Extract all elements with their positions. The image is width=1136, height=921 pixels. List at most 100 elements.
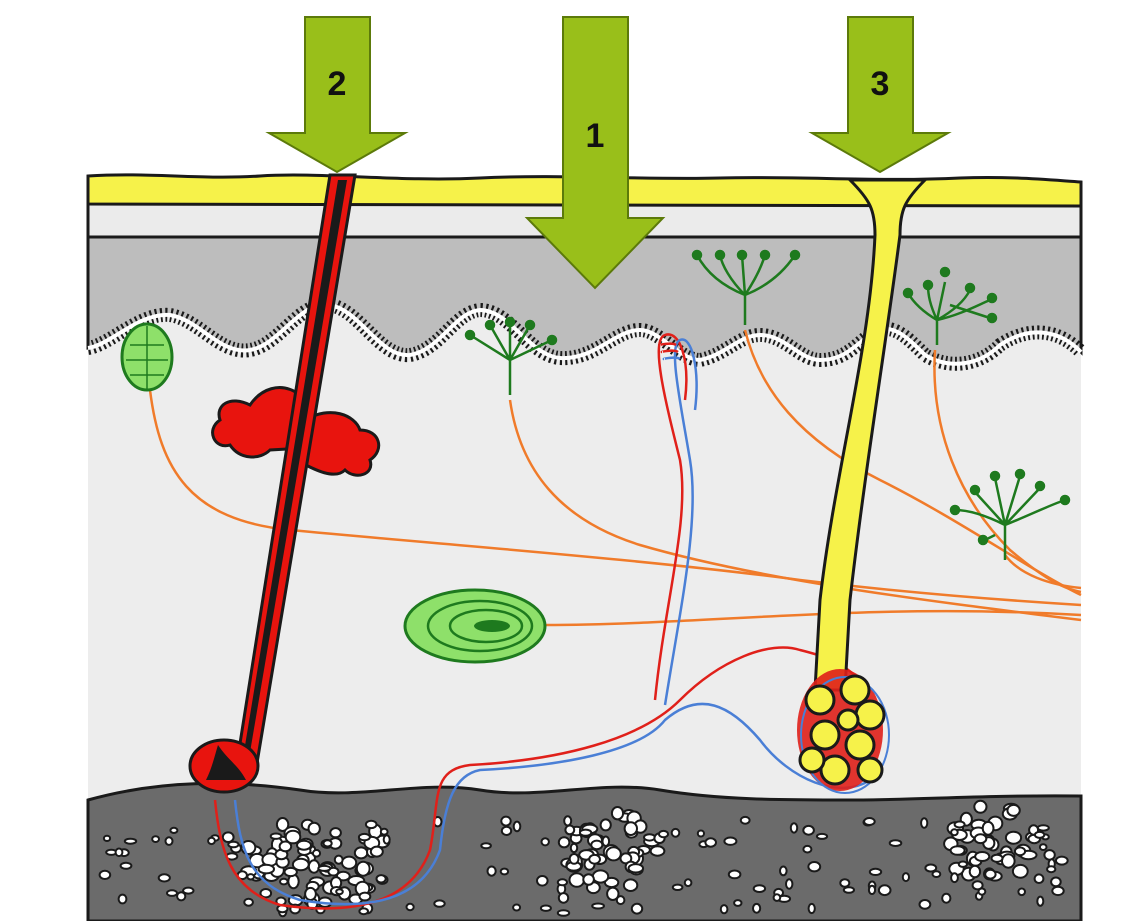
fat-cell xyxy=(502,827,511,835)
fat-cell xyxy=(159,874,170,881)
fat-cell xyxy=(975,834,987,843)
fat-cell xyxy=(774,894,781,901)
fat-cell xyxy=(592,904,604,909)
fat-cell xyxy=(259,865,274,874)
fat-cell xyxy=(974,801,986,813)
fat-cell xyxy=(261,889,272,897)
fat-cell xyxy=(513,905,520,911)
fat-cell xyxy=(1051,878,1061,887)
fat-cell xyxy=(119,895,127,904)
fat-cell xyxy=(644,834,655,840)
fat-cell xyxy=(381,829,388,835)
fat-cell xyxy=(359,834,370,840)
fat-cell xyxy=(371,847,383,857)
fat-cell xyxy=(786,879,792,888)
fat-cell xyxy=(817,834,827,839)
fat-cell xyxy=(612,807,623,819)
arrow-route-3: 3 xyxy=(812,17,948,172)
fat-cell xyxy=(803,826,814,835)
fat-cell xyxy=(791,823,797,832)
fat-cell xyxy=(570,873,585,887)
fat-cell xyxy=(606,847,620,860)
fat-cell xyxy=(407,904,414,910)
fat-cell xyxy=(1013,865,1028,878)
meissner-corpuscle xyxy=(122,324,172,390)
fat-cell xyxy=(542,838,549,845)
fat-cell xyxy=(754,885,765,892)
fat-cell xyxy=(1052,887,1063,895)
fat-cell xyxy=(903,873,909,881)
fat-cell xyxy=(177,892,185,900)
fat-cell xyxy=(651,846,665,855)
fat-cell xyxy=(1040,844,1047,850)
fat-cell xyxy=(580,830,591,836)
fat-cell xyxy=(809,904,815,913)
fat-cell xyxy=(152,836,159,842)
fat-cell xyxy=(167,890,177,896)
fat-cell xyxy=(1044,850,1054,860)
fat-cell xyxy=(280,842,292,852)
fat-cell xyxy=(864,818,875,825)
fat-cell xyxy=(104,836,110,841)
fat-cell xyxy=(223,832,234,842)
fat-cell xyxy=(570,854,579,864)
fat-cell xyxy=(955,822,965,828)
fat-cell xyxy=(724,838,736,845)
fat-cell xyxy=(992,855,1003,862)
fat-cell xyxy=(729,871,741,879)
fat-cell xyxy=(591,841,602,850)
arrow-label-3: 3 xyxy=(871,65,890,103)
fat-cell xyxy=(869,886,875,894)
fat-cell xyxy=(121,863,132,869)
fat-cell xyxy=(975,852,989,861)
fat-cell xyxy=(1035,874,1044,883)
fat-cell xyxy=(305,888,316,900)
fat-cell xyxy=(1002,854,1015,867)
fat-cell xyxy=(970,866,980,878)
fat-cell xyxy=(617,896,625,904)
fat-cell xyxy=(959,862,967,867)
fat-cell xyxy=(271,834,282,839)
fat-cell xyxy=(624,879,637,891)
fat-cell xyxy=(318,866,330,871)
fat-cell xyxy=(366,821,377,828)
fat-cell xyxy=(330,828,341,837)
fat-cell xyxy=(359,908,368,914)
fat-cell xyxy=(125,839,136,844)
fat-cell xyxy=(659,831,668,837)
fat-cell xyxy=(942,894,950,903)
fat-cell xyxy=(673,885,683,890)
fat-cell xyxy=(501,817,510,826)
fat-cell xyxy=(589,855,600,864)
fat-cell xyxy=(951,873,958,882)
fat-cell xyxy=(1015,847,1025,855)
fat-cell xyxy=(933,871,941,877)
fat-cell xyxy=(100,871,111,879)
fat-cell xyxy=(558,879,567,885)
fat-cell xyxy=(1047,866,1055,872)
fat-cell xyxy=(244,899,253,906)
fat-cell xyxy=(870,869,881,875)
fat-cell xyxy=(377,875,386,882)
fat-cell xyxy=(780,867,787,876)
fat-cell xyxy=(983,822,994,835)
fat-cell xyxy=(603,837,610,846)
fat-cell xyxy=(559,837,570,847)
fat-cell xyxy=(741,817,750,824)
fat-cell xyxy=(925,865,936,872)
fat-cell xyxy=(514,822,521,832)
arrow-route-2: 2 xyxy=(269,17,405,172)
fat-cell xyxy=(280,879,288,885)
fat-cell xyxy=(384,835,390,843)
fat-cell xyxy=(601,819,611,830)
fat-cell xyxy=(357,862,370,876)
fat-cell xyxy=(564,816,571,825)
fat-cell xyxy=(629,864,644,872)
fat-cell xyxy=(890,840,902,846)
fat-cell xyxy=(285,868,297,876)
arrow-label-1: 1 xyxy=(586,117,605,155)
fat-cell xyxy=(840,879,849,887)
fat-cell xyxy=(166,837,173,845)
fat-cell xyxy=(753,904,760,913)
